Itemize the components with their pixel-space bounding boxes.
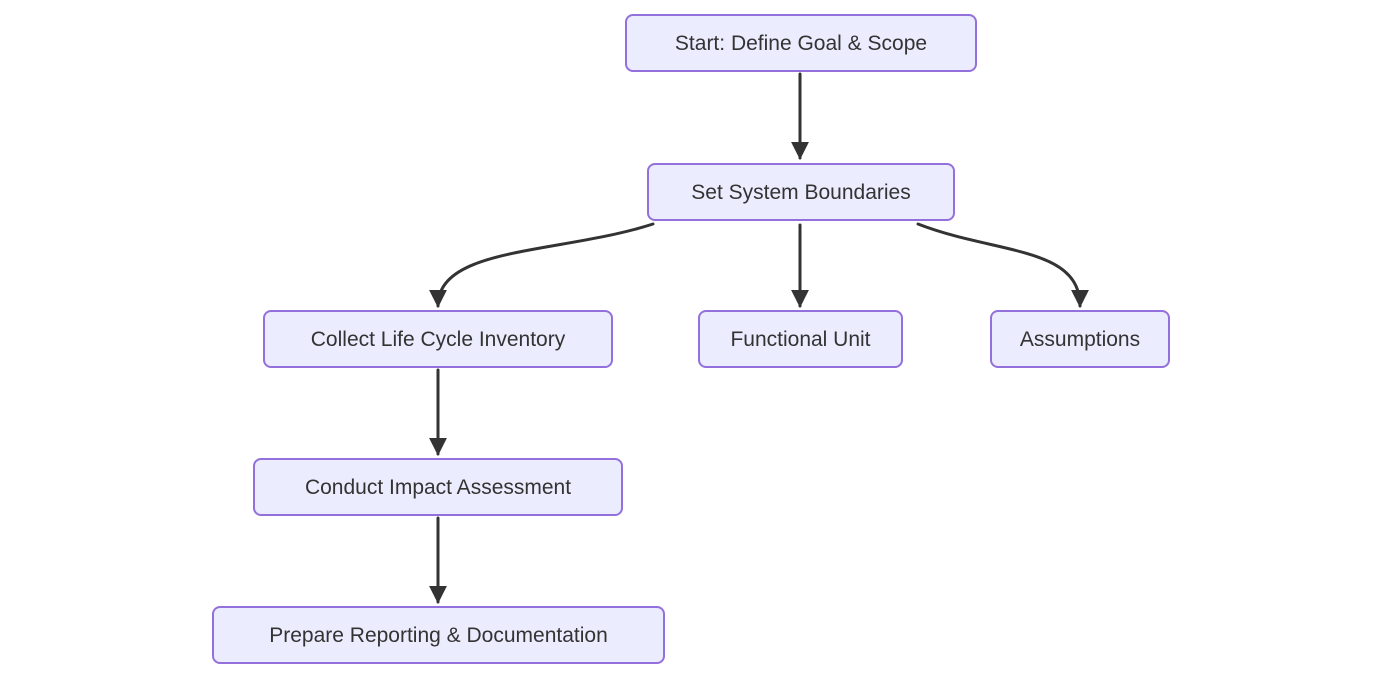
node-set-system-boundaries: Set System Boundaries bbox=[647, 163, 955, 221]
node-collect-life-cycle-inventory: Collect Life Cycle Inventory bbox=[263, 310, 613, 368]
node-label: Assumptions bbox=[1019, 327, 1141, 351]
node-label: Conduct Impact Assessment bbox=[304, 475, 572, 499]
node-prepare-reporting-documentation: Prepare Reporting & Documentation bbox=[212, 606, 665, 664]
edge-boundaries-to-collect bbox=[429, 222, 655, 308]
node-label: Prepare Reporting & Documentation bbox=[269, 623, 608, 647]
node-assumptions: Assumptions bbox=[990, 310, 1170, 368]
node-start-define-goal-scope: Start: Define Goal & Scope bbox=[625, 14, 977, 72]
node-conduct-impact-assessment: Conduct Impact Assessment bbox=[253, 458, 623, 516]
edge-boundaries-to-assumptions bbox=[916, 222, 1089, 308]
node-functional-unit: Functional Unit bbox=[698, 310, 903, 368]
node-label: Start: Define Goal & Scope bbox=[674, 31, 928, 55]
node-label: Collect Life Cycle Inventory bbox=[310, 327, 566, 351]
node-label: Set System Boundaries bbox=[691, 180, 911, 204]
node-label: Functional Unit bbox=[730, 327, 871, 351]
